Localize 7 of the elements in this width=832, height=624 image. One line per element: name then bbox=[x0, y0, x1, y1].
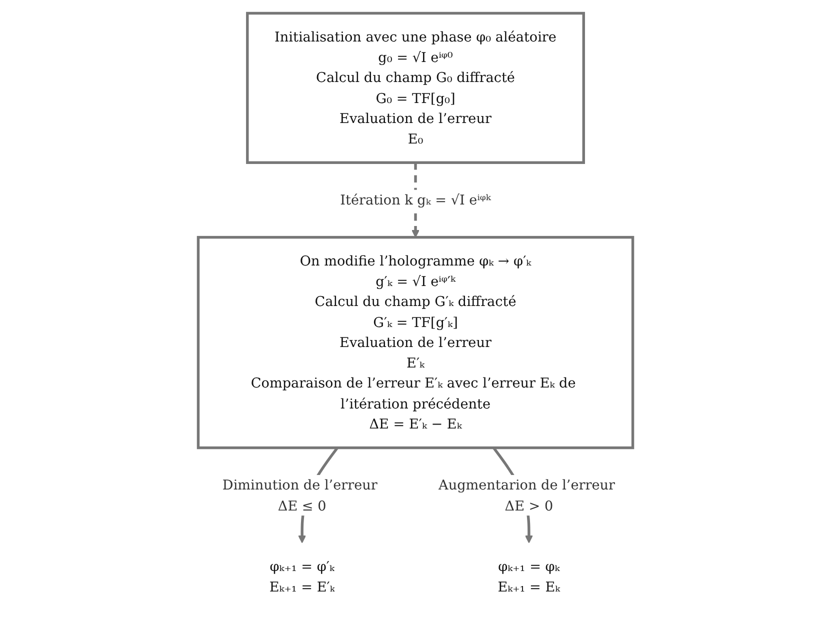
node-box: Initialisation avec une phase φ₀ aléatoire g₀ = √I eⁱᵠ⁰ Calcul du champ G₀ diffracté G₀ = TF[g₀] Evaluation de l’erreur E₀ bbox=[246, 12, 586, 164]
node-text: φₖ₊₁ = φₖ Eₖ₊₁ = Eₖ bbox=[498, 558, 561, 595]
edge-label: Diminution de l’erreur ΔE ≤ 0 bbox=[222, 476, 378, 514]
node-box: On modifie l’hologramme φₖ → φ′ₖ g′ₖ = √I eⁱᵠ′ᵏ Calcul du champ G′ₖ diffracté G′ₖ = TF[g′ₖ] Evaluation de l’erreur E′ₖ Comparaison de l’erreur E′ₖ avec l’erreur Eₖ de l’itération précédente ΔE = E′ₖ − Eₖ bbox=[197, 236, 635, 450]
edge-label: Itération k gₖ = √I eⁱᵠᵏ bbox=[340, 192, 492, 208]
edge-label: Augmentarion de l’erreur ΔE > 0 bbox=[439, 476, 616, 514]
node-text: φₖ₊₁ = φ′ₖ Eₖ₊₁ = E′ₖ bbox=[270, 558, 336, 595]
